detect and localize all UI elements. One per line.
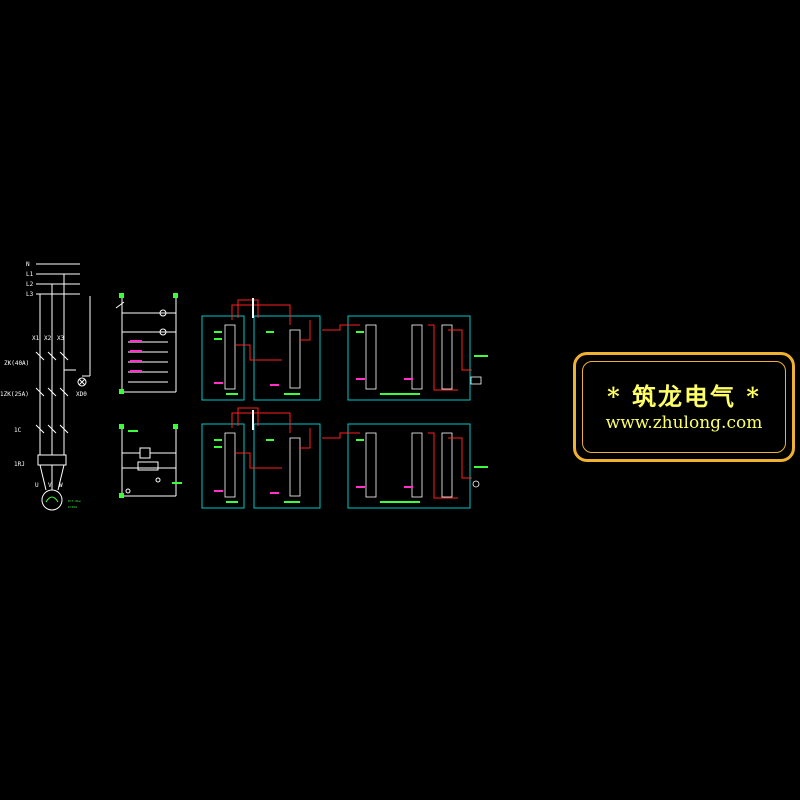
watermark-inner-border <box>582 361 786 453</box>
control-lower-details <box>119 424 182 498</box>
relay-label: 1RJ <box>14 461 25 468</box>
terminal-x2: X2 <box>44 335 52 342</box>
contactor-label: 1C <box>14 427 22 434</box>
motor-symbol <box>45 496 59 503</box>
lamp-label: XD0 <box>76 391 87 398</box>
bus-label-l2: L2 <box>26 281 34 288</box>
watermark-frame: * 筑龙电气 * www.zhulong.com <box>573 352 795 462</box>
watermark-title: * 筑龙电气 * <box>607 382 761 411</box>
motor-spec-power: P=7.5kw <box>68 499 81 503</box>
control-schematic-upper <box>115 297 177 393</box>
control-upper-details <box>119 293 178 394</box>
watermark-url: www.zhulong.com <box>605 413 763 433</box>
control-schematic-lower <box>121 428 177 497</box>
motor-terminal-w: W <box>59 482 63 489</box>
motor-terminal-v: V <box>48 482 52 489</box>
terminal-x1: X1 <box>32 335 40 342</box>
power-schematic <box>35 263 91 511</box>
breaker-main-label: ZK(40A) <box>4 360 29 367</box>
wiring-panels-lower <box>201 407 488 509</box>
bus-label-l1: L1 <box>26 271 34 278</box>
wiring-panels-upper <box>201 298 488 401</box>
breaker-aux-label: 1ZK(25A) <box>0 391 29 398</box>
motor-spec-current: I=15A <box>68 505 77 509</box>
terminal-x3: X3 <box>57 335 65 342</box>
motor-terminal-u: U <box>35 482 39 489</box>
bus-label-n: N <box>26 261 30 268</box>
bus-label-l3: L3 <box>26 291 34 298</box>
